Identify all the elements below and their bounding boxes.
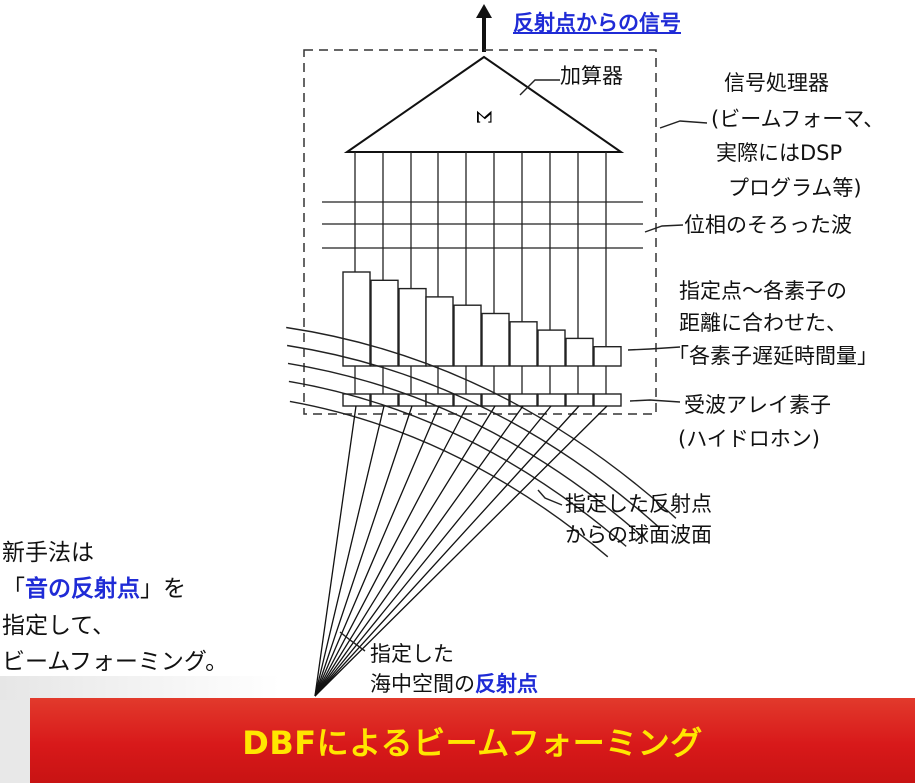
ray [314,405,357,697]
wavefront-arcs [286,326,677,558]
leader-delay [627,346,681,351]
wavefront-arc [286,326,677,519]
ray [314,405,468,697]
method-line-1: 新手法は [2,540,94,566]
array-element [593,393,622,407]
leader-wavefront [537,489,563,506]
target-label-2: 海中空間の反射点 [370,671,538,698]
ray [314,405,496,697]
adder-label: 加算器 [560,64,623,88]
output-arrowhead [476,4,492,18]
leader-phase [644,224,684,233]
ray [314,405,552,697]
delay-block [342,271,371,367]
grey-shade [0,676,280,700]
target-label-highlight: 反射点 [475,672,538,696]
array-element [565,393,594,407]
ray [314,405,580,697]
wavefront-arc [288,380,627,547]
delay-block [398,287,427,367]
delay-blocks [342,271,622,367]
array-element [509,393,538,407]
processor-label-4: プログラム等) [728,176,862,200]
method-line-2: 「音の反射点」を [2,576,186,603]
delay-block [370,279,399,367]
delay-block [481,312,510,367]
leader-array [629,399,681,403]
grey-edge [0,700,30,783]
method-line-3: 指定して、 [2,613,116,639]
array-element [481,393,510,407]
array-element [425,393,454,407]
processor-label-3: 実際にはDSP [716,141,843,165]
processor-label-2: (ビームフォーマ、 [711,107,885,131]
processor-dashed-box [303,49,657,415]
ray [314,405,608,697]
adder-triangle [343,55,625,153]
delay-block [537,329,566,367]
delay-label-2: 距離に合わせた、 [679,311,847,335]
banner-title: DBFによるビームフォーミング [242,723,703,762]
delay-label-3: 「各素子遅延時間量」 [668,344,878,368]
ray [314,405,385,697]
method-open-bracket: 「 [2,576,25,602]
output-signal-label: 反射点からの信号 [513,11,681,35]
delay-block [453,304,482,367]
receiver-array [342,393,622,407]
array-label-2: (ハイドロホン) [678,427,820,451]
wavefront-arc [286,344,660,529]
method-close: 」を [140,576,186,602]
target-label-1: 指定した [370,642,454,666]
phase-aligned-label: 位相のそろった波 [684,213,852,237]
leader-lines [339,79,708,652]
wavefront-label-2: からの球面波面 [565,523,712,547]
delay-block [565,337,594,367]
sum-symbol: Σ [472,110,496,124]
ray [314,405,413,697]
phase-lines [322,201,643,249]
leader-adder [519,79,560,96]
array-element [537,393,566,407]
ray [314,405,440,697]
array-element [370,393,399,407]
method-highlight: 音の反射点 [25,576,140,602]
delay-block [593,346,622,367]
target-label-prefix: 海中空間の [370,672,475,696]
method-line-4: ビームフォーミング。 [2,649,229,675]
wavefront-arc [287,362,644,538]
wavefront-label-1: 指定した反射点 [565,492,712,516]
delay-block [509,321,538,367]
delay-block [425,296,454,367]
delay-label-1: 指定点～各素子の [679,279,847,303]
leader-target [339,631,366,652]
processor-label-1: 信号処理器 [724,71,829,95]
ray [314,405,524,697]
leader-processor [659,120,708,129]
wavefront-arc [289,400,609,558]
title-banner: DBFによるビームフォーミング [30,698,915,783]
rays-to-reflection-point [314,405,608,697]
array-label-1: 受波アレイ素子 [684,393,831,417]
